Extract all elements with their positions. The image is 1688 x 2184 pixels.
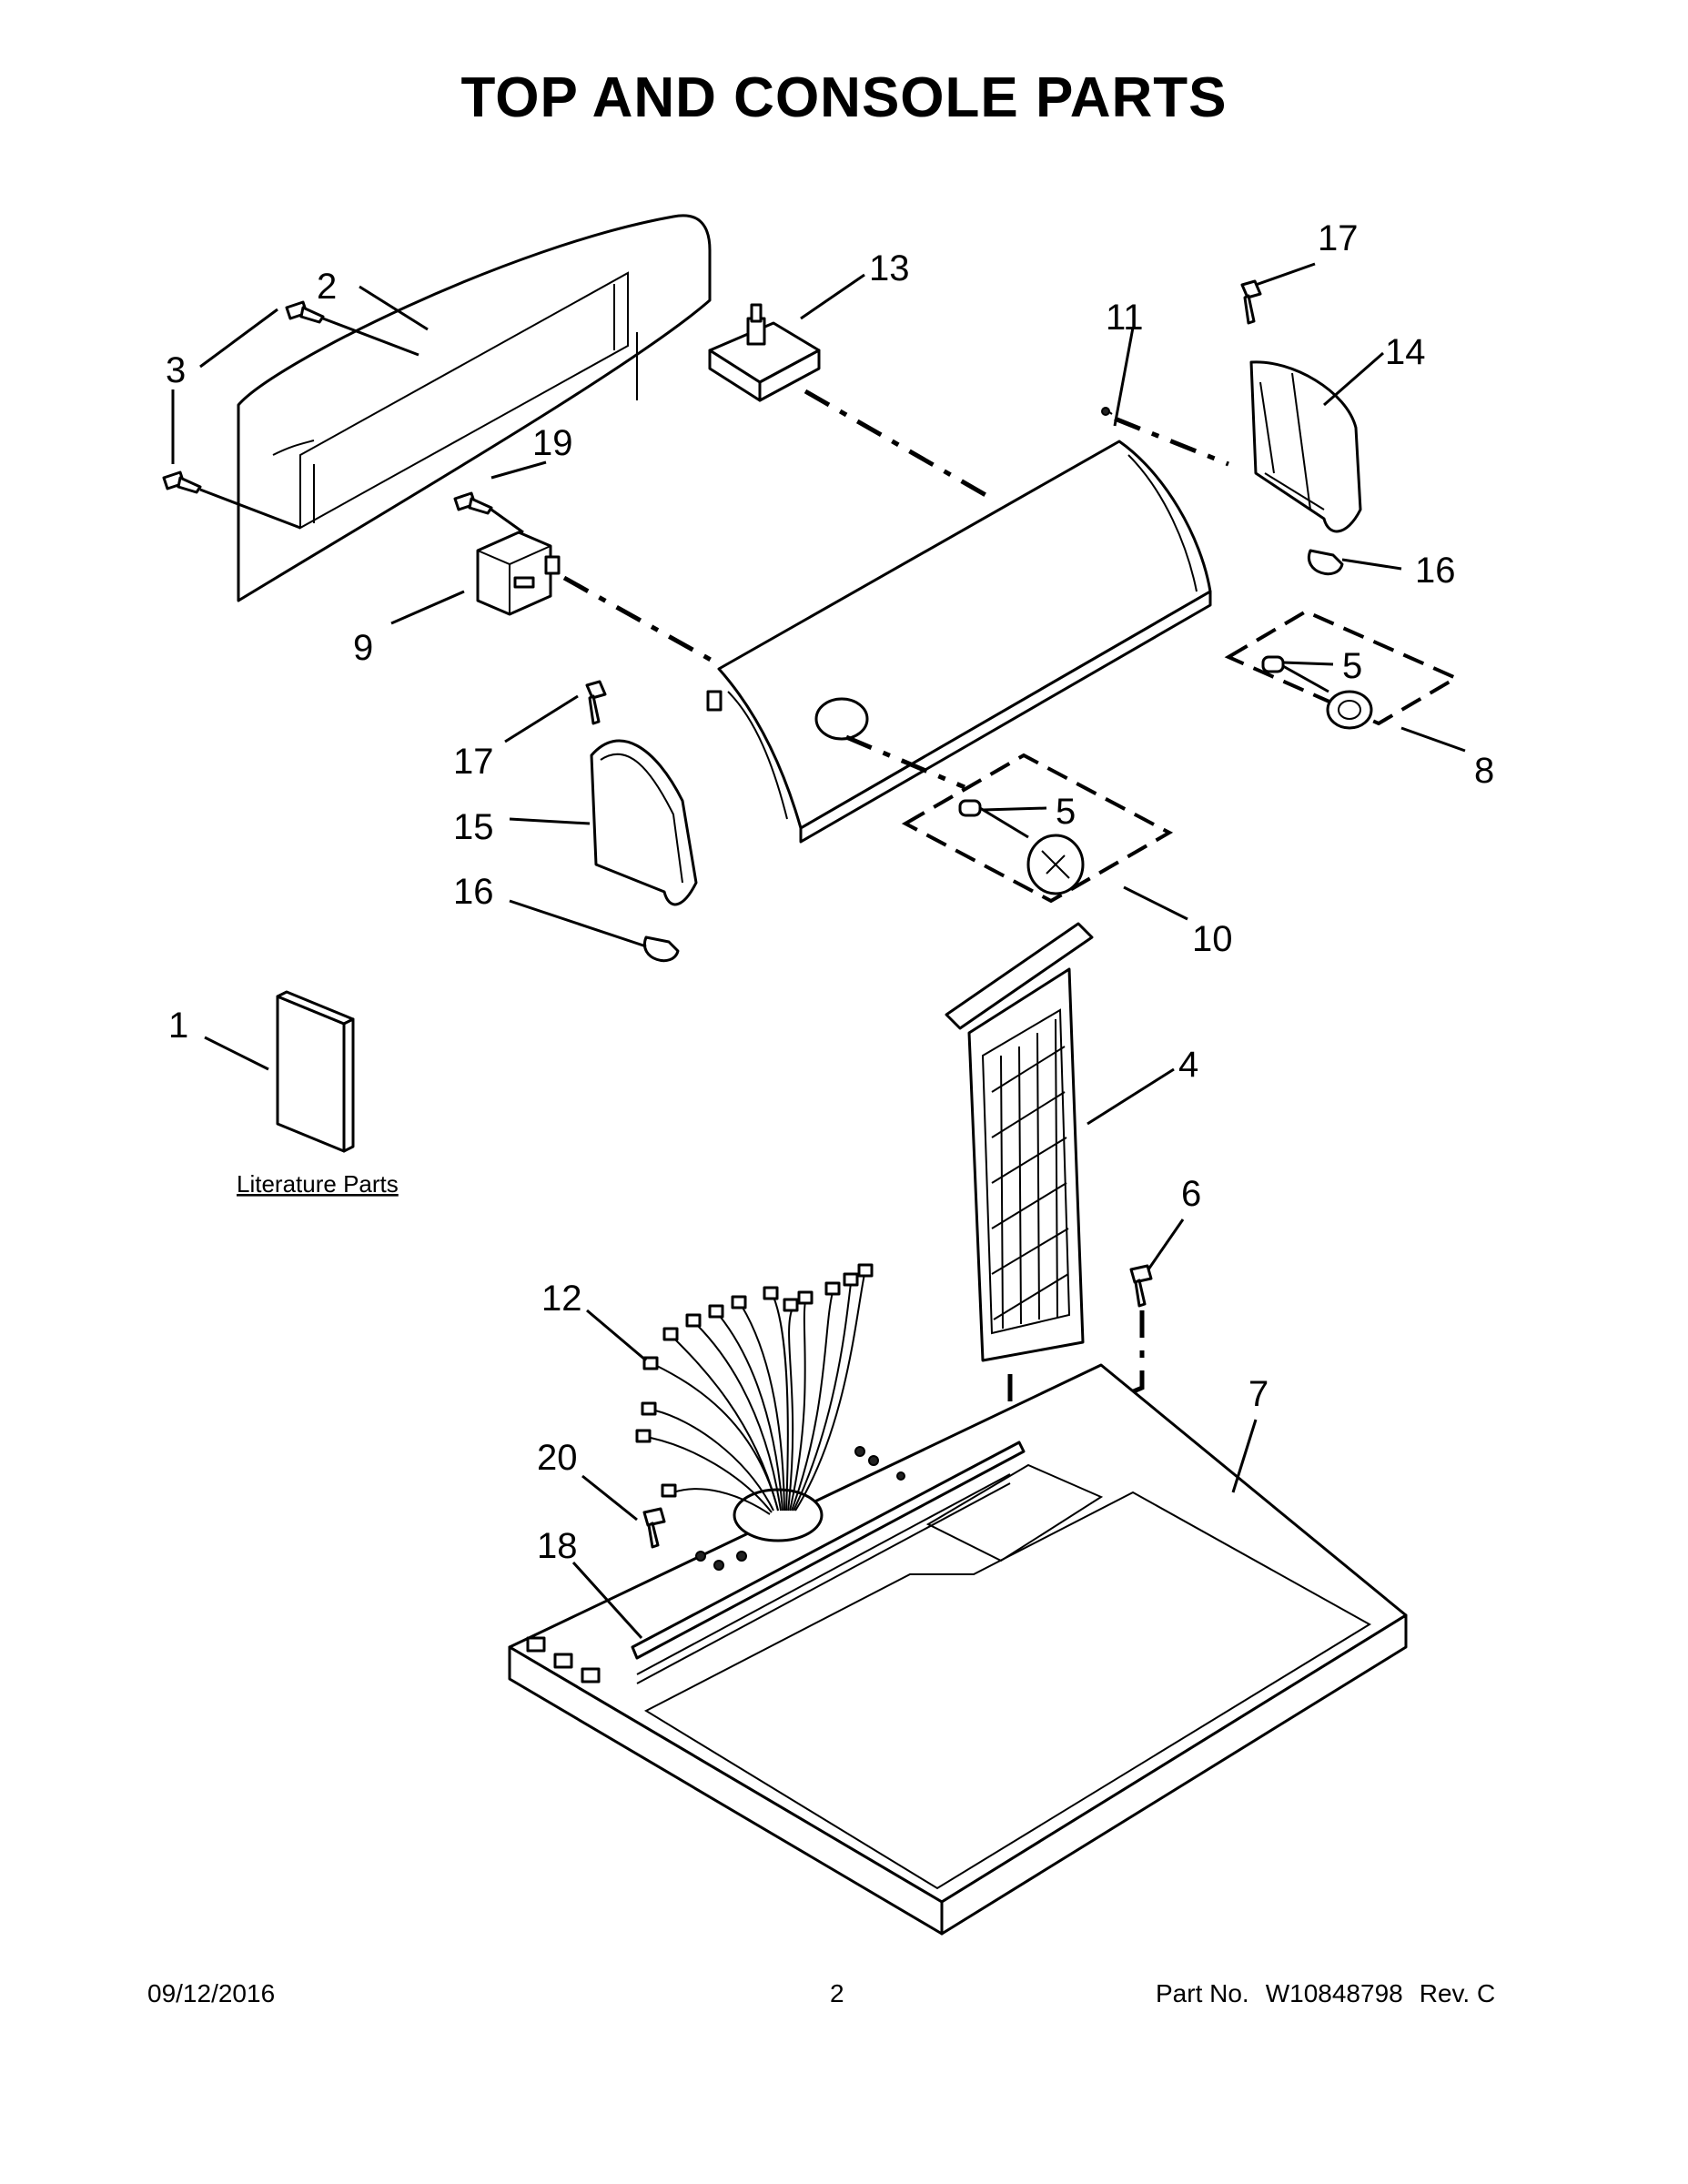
callout-13: 13 [869, 248, 910, 288]
spring-5-lower [958, 799, 982, 817]
rear-console-panel [237, 214, 712, 602]
callout-17-right: 17 [1318, 218, 1359, 258]
part-label: Part No. [1156, 1979, 1249, 2007]
callout-8: 8 [1474, 751, 1494, 791]
lint-screen-4 [945, 922, 1094, 1362]
callout-16-left: 16 [453, 872, 494, 912]
control-panel-11 [706, 407, 1212, 844]
callout-6: 6 [1181, 1174, 1201, 1214]
callout-20: 20 [537, 1438, 578, 1478]
footer-page-number: 2 [830, 1979, 844, 2007]
strip-18 [631, 1441, 1026, 1660]
callout-11: 11 [1106, 298, 1144, 338]
callout-7: 7 [1248, 1374, 1269, 1414]
screw-20 [642, 1507, 666, 1549]
end-cap-14 [1249, 360, 1362, 533]
literature-parts-label: Literature Parts [237, 1170, 399, 1198]
callout-2: 2 [317, 267, 337, 307]
revision: Rev. C [1419, 1979, 1496, 2007]
literature-book [276, 990, 355, 1153]
footer-part-info: Part No. W10848798 Rev. C [1156, 1979, 1511, 2008]
callout-14: 14 [1385, 332, 1426, 372]
end-cap-15 [590, 739, 698, 906]
callout-5-upper: 5 [1342, 646, 1362, 686]
screw-19 [453, 491, 493, 515]
wire-harness-12 [635, 1263, 874, 1515]
screw-3-upper [285, 300, 325, 324]
top-panel-7 [508, 1363, 1408, 1936]
screw-6 [1129, 1264, 1153, 1308]
callout-16-right: 16 [1415, 551, 1456, 591]
footer-date: 09/12/2016 [147, 1979, 276, 2007]
callout-18: 18 [537, 1526, 578, 1566]
screw-3-lower [162, 470, 202, 494]
knob-upper [1326, 690, 1373, 730]
clip-16-right [1307, 549, 1344, 576]
callout-10: 10 [1192, 919, 1233, 959]
timer-knob [1026, 834, 1085, 895]
switch-9 [476, 531, 561, 616]
callout-5-lower: 5 [1056, 792, 1076, 832]
callout-12: 12 [541, 1279, 582, 1319]
callout-3-upper: 3 [166, 350, 186, 390]
callout-leaders [171, 262, 1466, 1640]
callout-17-left: 17 [453, 742, 494, 782]
callout-4: 4 [1178, 1045, 1198, 1085]
timer-13 [708, 303, 821, 402]
callout-15: 15 [453, 807, 494, 847]
screw-17-left [585, 680, 607, 725]
callout-1: 1 [168, 1006, 188, 1046]
spring-5-upper [1261, 655, 1285, 673]
screw-17-right [1240, 279, 1262, 325]
callout-19: 19 [532, 423, 573, 463]
page-title: TOP AND CONSOLE PARTS [460, 66, 1228, 129]
clip-16-left [642, 935, 680, 963]
part-number: W10848798 [1265, 1979, 1403, 2007]
callout-9: 9 [353, 628, 373, 668]
kit-box-10 [901, 753, 1174, 904]
